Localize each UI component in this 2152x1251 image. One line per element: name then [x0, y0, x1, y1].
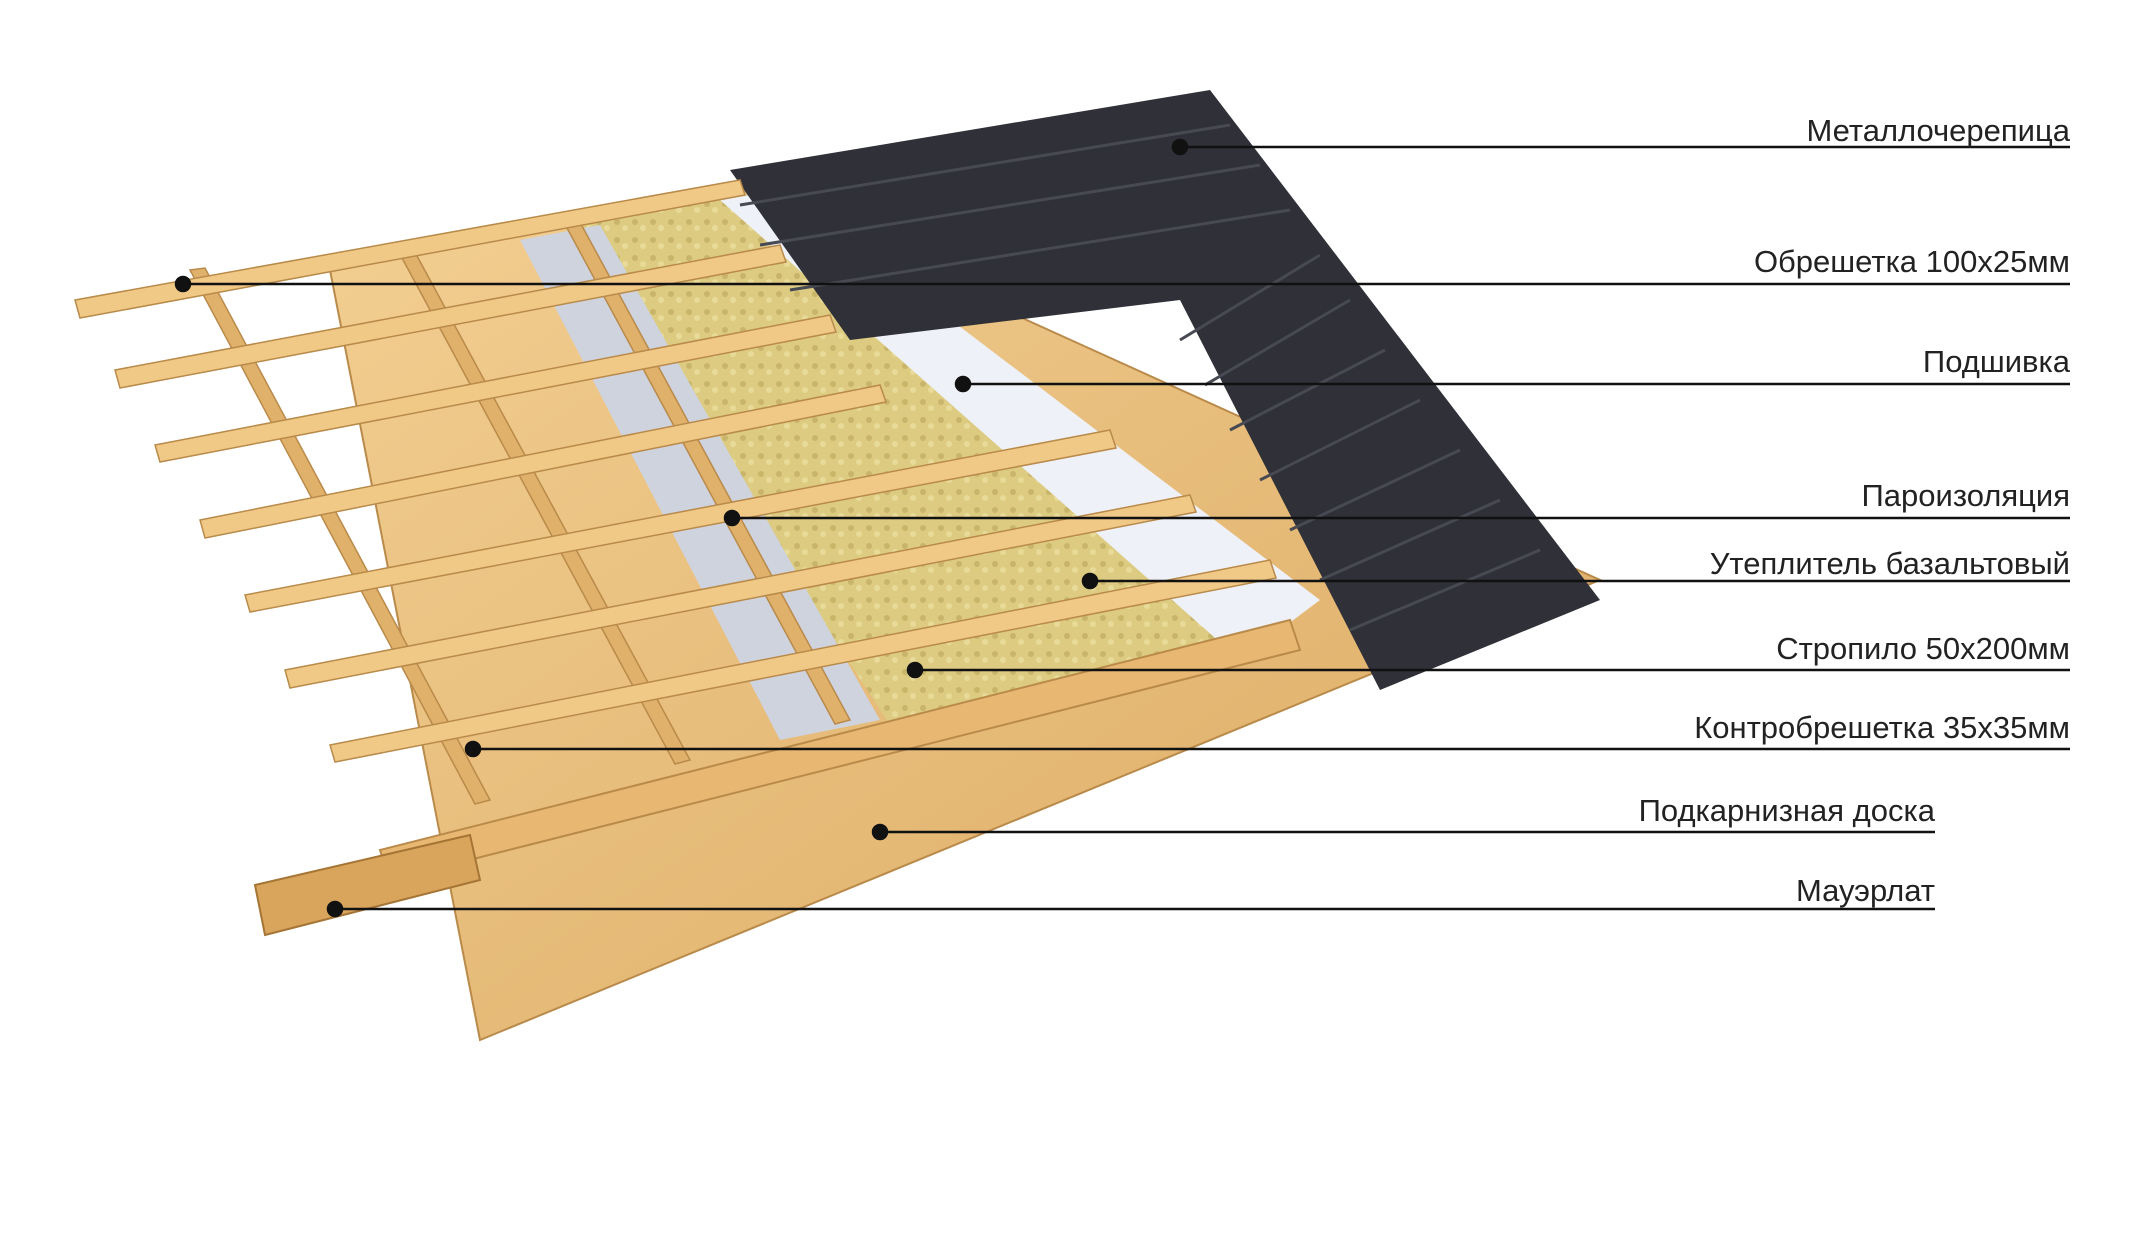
counter-lathing-strips [188, 212, 852, 805]
label-counter-lathing: Контробрешетка 35х35мм [1694, 710, 2070, 745]
label-rafter: Стропило 50х200мм [1776, 631, 2070, 666]
label-insulation: Утеплитель базальтовый [1709, 546, 2070, 581]
metal-tile-sheet [730, 90, 1600, 690]
leader-lines [174, 138, 2070, 918]
label-soffit: Подшивка [1922, 344, 2070, 379]
wall-plate-shape [253, 833, 482, 937]
lathing-battens [74, 179, 1277, 763]
label-metal-tile: Металлочерепица [1806, 113, 2070, 148]
tile-ridges [739, 123, 1541, 632]
label-fascia-board: Подкарнизная доска [1638, 793, 1935, 828]
label-vapor-barrier: Пароизоляция [1861, 478, 2070, 513]
label-lathing: Обрешетка 100х25мм [1753, 244, 2070, 279]
label-wall-plate: Мауэрлат [1795, 873, 1935, 908]
